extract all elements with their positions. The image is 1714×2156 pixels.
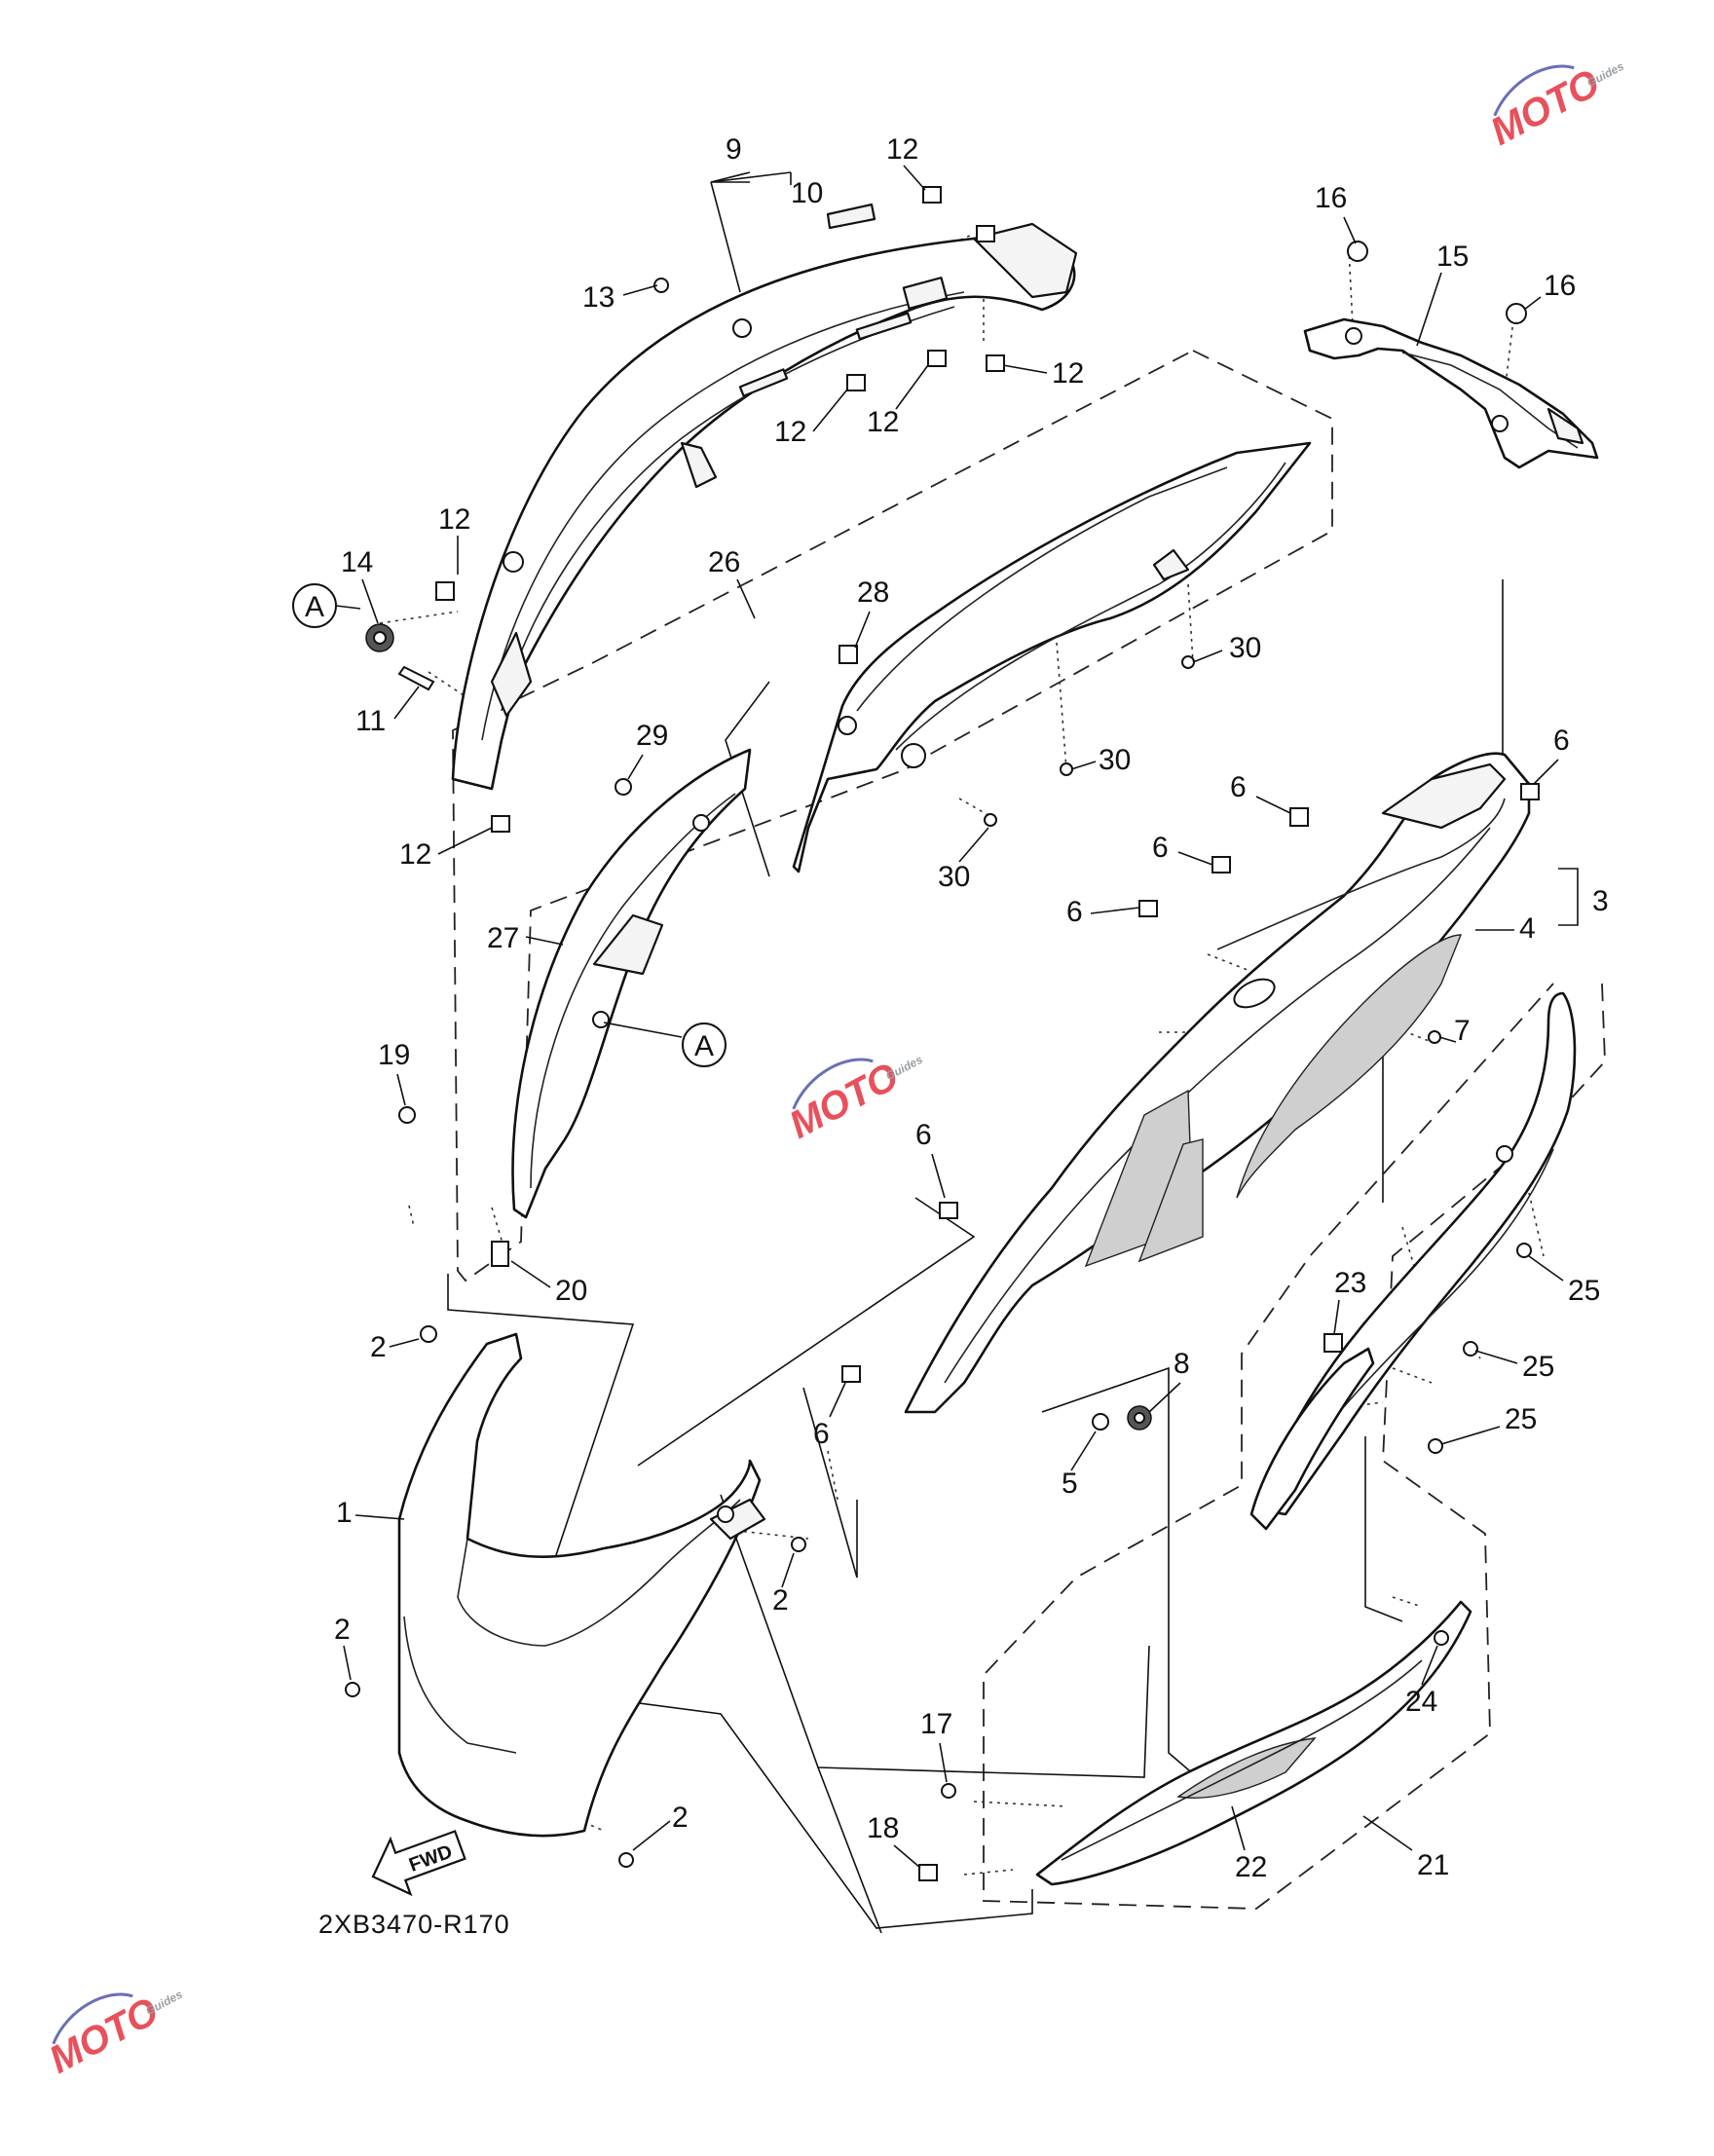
- reference-marker-a-top-label: A: [305, 591, 324, 623]
- callout-30c: 30: [938, 861, 970, 893]
- part-22-floor-cover: [1035, 1600, 1472, 1886]
- callout-19: 19: [378, 1039, 410, 1071]
- callout-6b: 6: [1230, 771, 1247, 803]
- part-15-bracket: [1303, 317, 1599, 469]
- callout-6a: 6: [1553, 725, 1570, 757]
- callout-11: 11: [355, 705, 386, 737]
- callout-4: 4: [1519, 912, 1536, 945]
- callout-3: 3: [1592, 885, 1609, 917]
- watermark-logo-top: MOTO Guides: [1484, 59, 1626, 154]
- callout-15: 15: [1436, 241, 1469, 273]
- callout-22: 22: [1235, 1851, 1267, 1883]
- callout-6c: 6: [1152, 832, 1169, 864]
- callout-16b: 16: [1544, 270, 1576, 302]
- callout-9: 9: [726, 133, 742, 166]
- callout-23: 23: [1334, 1267, 1366, 1299]
- callout-12f: 12: [399, 838, 431, 871]
- part-1-front-cover: [397, 1332, 766, 1838]
- callout-13: 13: [582, 281, 615, 314]
- reference-marker-a-bottom-label: A: [694, 1030, 714, 1062]
- callout-16a: 16: [1315, 182, 1347, 214]
- part-27-inner-panel: [511, 748, 752, 1219]
- watermark-bottom-subtext: Guides: [143, 1988, 185, 2019]
- callout-14: 14: [341, 546, 373, 578]
- callout-18: 18: [867, 1812, 899, 1844]
- callout-12c: 12: [774, 416, 806, 448]
- callout-6f: 6: [813, 1418, 830, 1450]
- callout-12e: 12: [438, 503, 470, 536]
- callout-2a: 2: [370, 1331, 387, 1363]
- watermark-logo-bottom: MOTO Guides: [43, 1988, 185, 2082]
- part-3-side-cover: [904, 752, 1531, 1414]
- callout-12d: 12: [867, 406, 899, 438]
- callout-17: 17: [920, 1708, 952, 1740]
- callout-2d: 2: [672, 1802, 689, 1834]
- callout-25c: 25: [1505, 1403, 1537, 1435]
- hardware: [345, 186, 1540, 1881]
- callout-24: 24: [1405, 1686, 1437, 1718]
- callout-29: 29: [636, 720, 668, 752]
- callout-2b: 2: [772, 1584, 789, 1617]
- callout-25b: 25: [1522, 1351, 1554, 1383]
- callout-1: 1: [336, 1497, 353, 1529]
- callout-27: 27: [487, 922, 519, 954]
- watermark-center-subtext: Guides: [883, 1053, 925, 1084]
- part-26-side-panel: [792, 441, 1312, 874]
- reference-marker-a-bottom: A: [603, 1022, 727, 1067]
- reference-marker-a-top: A: [292, 583, 361, 628]
- callout-30a: 30: [1229, 632, 1261, 664]
- fwd-arrow: FWD: [371, 1830, 466, 1897]
- part-23-lower-strip: [1249, 1347, 1375, 1531]
- part-9-rear-upper-cover: [451, 222, 1078, 791]
- watermark-logo-center: MOTO Guides: [783, 1053, 925, 1147]
- callout-26: 26: [708, 546, 740, 578]
- callout-8: 8: [1174, 1348, 1190, 1380]
- part-callouts: 1 2 2 2 2 3 4 5 6 6 6 6 6 6 7 8 9 10 11: [334, 133, 1609, 1883]
- callout-12b: 12: [1052, 357, 1084, 390]
- watermark-top-subtext: Guides: [1584, 59, 1626, 91]
- boundary-21: [983, 983, 1606, 1910]
- diagram-code: 2XB3470-R170: [318, 1910, 510, 1939]
- callout-10: 10: [791, 177, 823, 209]
- callout-6d: 6: [1066, 896, 1083, 928]
- callout-21: 21: [1417, 1849, 1449, 1881]
- callout-12a: 12: [886, 133, 918, 166]
- callout-20: 20: [555, 1275, 587, 1307]
- callout-5: 5: [1062, 1468, 1078, 1500]
- callout-6e: 6: [915, 1119, 932, 1151]
- callout-28: 28: [857, 576, 889, 609]
- callout-2c: 2: [334, 1614, 351, 1646]
- callout-25a: 25: [1568, 1275, 1600, 1307]
- callout-7: 7: [1454, 1015, 1471, 1047]
- callout-30b: 30: [1099, 744, 1131, 776]
